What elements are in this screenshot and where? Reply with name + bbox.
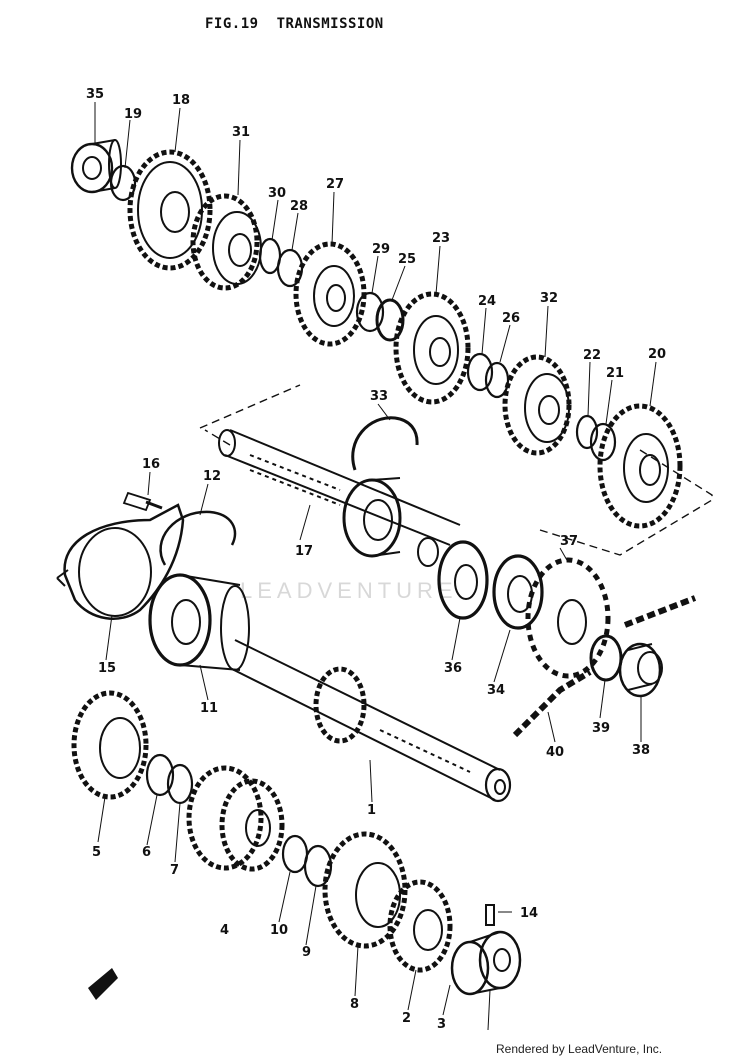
driveshaft-1 bbox=[229, 639, 512, 803]
callout-30: 30 bbox=[268, 186, 286, 201]
washer-21 bbox=[589, 422, 617, 462]
washer-19 bbox=[109, 164, 137, 202]
gear-18 bbox=[127, 149, 213, 271]
callout-16: 16 bbox=[142, 457, 160, 472]
bearing-3 bbox=[450, 930, 522, 996]
callout-37: 37 bbox=[560, 534, 578, 549]
callout-33: 33 bbox=[370, 389, 388, 404]
callout-34: 34 bbox=[487, 683, 505, 698]
circlip-26 bbox=[484, 361, 510, 399]
gear-27 bbox=[293, 241, 367, 347]
callout-3: 3 bbox=[437, 1017, 446, 1032]
sprocket-37 bbox=[525, 557, 611, 679]
callout-17: 17 bbox=[295, 544, 313, 559]
callout-1: 1 bbox=[367, 803, 376, 818]
lower-gear-train bbox=[71, 690, 522, 996]
circlip-10 bbox=[281, 834, 309, 874]
circlip-12 bbox=[159, 510, 237, 566]
callout-26: 26 bbox=[502, 311, 520, 326]
gear-23 bbox=[393, 291, 471, 405]
callout-7: 7 bbox=[170, 863, 179, 878]
callout-14: 14 bbox=[520, 906, 538, 921]
callout-27: 27 bbox=[326, 177, 344, 192]
figure-number: FIG.19 bbox=[205, 16, 259, 32]
circlip-22 bbox=[575, 414, 599, 450]
countershaft-group-outline bbox=[199, 384, 713, 556]
callout-18: 18 bbox=[172, 93, 190, 108]
callout-6: 6 bbox=[142, 845, 151, 860]
callout-23: 23 bbox=[432, 231, 450, 246]
callout-39: 39 bbox=[592, 721, 610, 736]
callout-31: 31 bbox=[232, 125, 250, 140]
callout-5: 5 bbox=[92, 845, 101, 860]
gear-20 bbox=[597, 403, 683, 529]
callout-4: 4 bbox=[220, 923, 229, 938]
callout-32: 32 bbox=[540, 291, 558, 306]
callout-15: 15 bbox=[98, 661, 116, 676]
callout-labels: 35 19 18 31 30 28 27 29 25 23 24 26 32 2… bbox=[86, 87, 666, 1032]
leader-lines bbox=[94, 102, 657, 1031]
figure-title: FIG.19 TRANSMISSION bbox=[205, 16, 402, 32]
callout-21: 21 bbox=[606, 366, 624, 381]
gear-5 bbox=[71, 690, 149, 800]
upper-gear-train bbox=[70, 139, 683, 529]
drive-chain-40 bbox=[512, 595, 697, 738]
collar-34 bbox=[492, 554, 544, 630]
figure-name: TRANSMISSION bbox=[276, 16, 384, 32]
oil-seal-36 bbox=[437, 540, 489, 620]
washer-6 bbox=[145, 753, 175, 797]
washer-29 bbox=[355, 291, 385, 333]
pin-14 bbox=[485, 904, 495, 926]
callout-11: 11 bbox=[200, 701, 218, 716]
callout-29: 29 bbox=[372, 242, 390, 257]
gear-32 bbox=[502, 354, 572, 456]
nut-38 bbox=[618, 642, 663, 698]
callout-12: 12 bbox=[203, 469, 221, 484]
gear-2 bbox=[387, 879, 453, 973]
callout-2: 2 bbox=[402, 1011, 411, 1026]
callout-19: 19 bbox=[124, 107, 142, 122]
circlip-33 bbox=[351, 416, 419, 471]
callout-10: 10 bbox=[270, 923, 288, 938]
callout-22: 22 bbox=[583, 348, 601, 363]
gear-8 bbox=[322, 831, 408, 949]
callout-35: 35 bbox=[86, 87, 104, 102]
callout-38: 38 bbox=[632, 743, 650, 758]
watermark: LEADVENTURE bbox=[240, 578, 458, 603]
callout-8: 8 bbox=[350, 997, 359, 1012]
callout-20: 20 bbox=[648, 347, 666, 362]
callout-40: 40 bbox=[546, 745, 564, 760]
countershaft-17 bbox=[218, 429, 461, 567]
callout-25: 25 bbox=[398, 252, 416, 267]
callout-24: 24 bbox=[478, 294, 496, 309]
bearing-11 bbox=[148, 573, 250, 671]
callout-36: 36 bbox=[444, 661, 462, 676]
gear-4 bbox=[186, 765, 285, 872]
render-credit: Rendered by LeadVenture, Inc. bbox=[496, 1042, 663, 1056]
washer-24 bbox=[466, 352, 494, 392]
bearing-35 bbox=[70, 139, 122, 194]
callout-28: 28 bbox=[290, 199, 308, 214]
bolt-16 bbox=[122, 491, 163, 512]
washer-28 bbox=[276, 248, 304, 288]
oil-seal-36-inner bbox=[454, 564, 478, 600]
bearing-retainer-15 bbox=[56, 503, 185, 620]
callout-9: 9 bbox=[302, 945, 311, 960]
front-direction-arrow bbox=[88, 968, 118, 1000]
